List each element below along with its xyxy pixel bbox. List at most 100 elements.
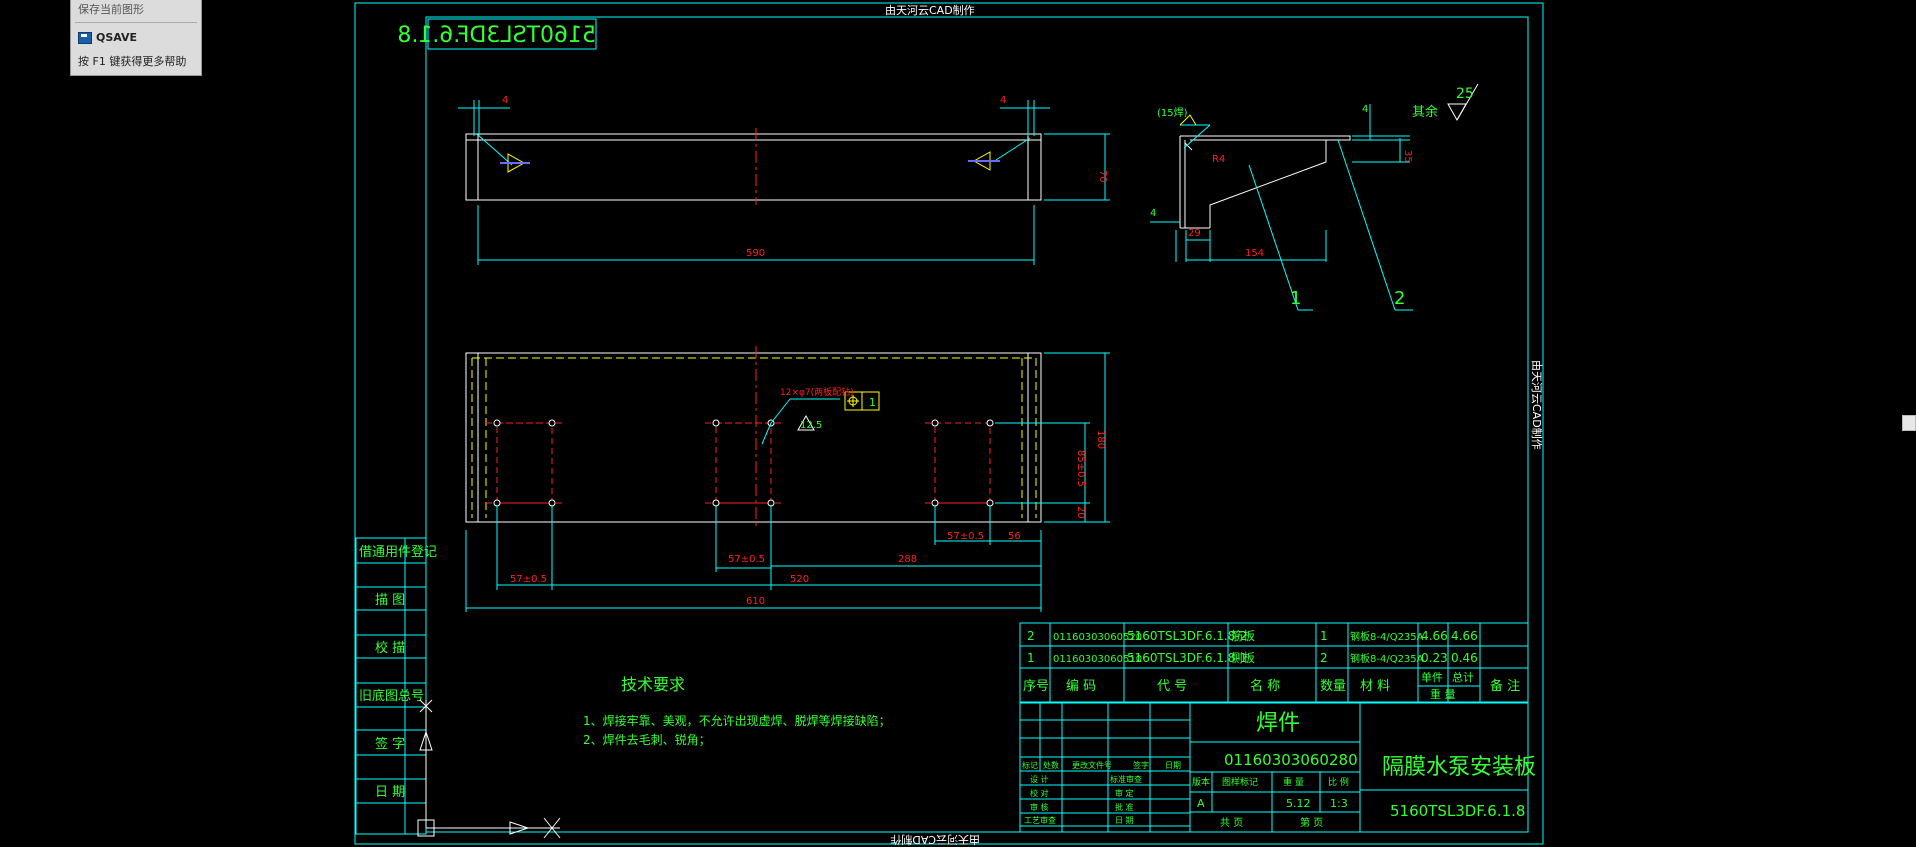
position-tolerance-frame: 1	[844, 391, 880, 411]
svg-text:其余: 其余	[1412, 104, 1438, 120]
roughness-icon	[1447, 83, 1479, 122]
svg-text:288: 288	[898, 554, 917, 565]
svg-text:版本: 版本	[1192, 776, 1210, 788]
svg-text:设 计: 设 计	[1030, 774, 1049, 784]
svg-text:旧底图总号: 旧底图总号	[359, 688, 424, 704]
svg-text:日 期: 日 期	[1115, 816, 1134, 825]
tooltip-command: QSAVE	[78, 31, 137, 44]
title-block-text: 焊件 01160303060280 隔膜水泵安装板 5160TSL3DF.6.1…	[1022, 711, 1536, 829]
svg-text:2: 2	[1394, 288, 1405, 309]
svg-text:标准审查: 标准审查	[1110, 774, 1142, 784]
part-name: 隔膜水泵安装板	[1382, 755, 1536, 780]
svg-text:侧板: 侧板	[1231, 651, 1255, 665]
svg-text:0.23: 0.23	[1421, 651, 1448, 665]
svg-text:A: A	[1197, 797, 1205, 810]
svg-text:R4: R4	[1212, 154, 1225, 165]
vertical-scrollbar-thumb[interactable]	[1902, 415, 1916, 431]
svg-text:4: 4	[1362, 104, 1368, 115]
svg-text:1: 1	[869, 396, 876, 409]
bom-header: 序号 编 码 代 号 名 称 数量 材 料 单件 总计 重 量 备 注	[1023, 670, 1520, 701]
weldment-label: 焊件	[1256, 711, 1300, 736]
svg-text:1: 1	[1320, 629, 1328, 643]
svg-text:4.66: 4.66	[1451, 629, 1478, 643]
svg-text:4: 4	[502, 95, 508, 106]
bom-table	[1019, 622, 1529, 704]
bom-row-1: 1 01160303060510 5160TSL3DF.6.1.8-1 侧板 2…	[1027, 651, 1478, 665]
top-view: 4 4 70 590	[458, 95, 1110, 265]
svg-text:25: 25	[1456, 86, 1474, 102]
title-block	[1019, 701, 1529, 833]
svg-text:筋板: 筋板	[1231, 628, 1255, 643]
command-tooltip: 保存当前图形 QSAVE 按 F1 键获得更多帮助	[70, 0, 202, 76]
tooltip-title: 保存当前图形	[78, 3, 144, 16]
svg-text:第 页: 第 页	[1300, 816, 1323, 829]
svg-text:4: 4	[1000, 95, 1006, 106]
svg-text:总计: 总计	[1452, 670, 1474, 684]
svg-text:2: 2	[1320, 651, 1328, 665]
watermark-bottom: 由天河云CAD制作	[890, 833, 980, 847]
svg-text:借通用件登记: 借通用件登记	[359, 545, 437, 560]
svg-text:技术要求: 技术要求	[621, 675, 685, 694]
left-strip	[355, 537, 427, 835]
svg-text:5160TSL3DF.6.1.8-2: 5160TSL3DF.6.1.8-2	[1127, 629, 1247, 643]
svg-text:签字: 签字	[1133, 760, 1149, 770]
svg-text:比 例: 比 例	[1328, 776, 1349, 788]
svg-text:序号: 序号	[1023, 679, 1049, 694]
svg-text:57±0.5: 57±0.5	[728, 554, 765, 565]
svg-text:57±0.5: 57±0.5	[947, 531, 984, 542]
svg-text:数量: 数量	[1320, 679, 1346, 694]
svg-text:1:3: 1:3	[1330, 797, 1348, 810]
svg-text:材 料: 材 料	[1360, 679, 1390, 694]
drawing-frame	[354, 2, 1544, 845]
svg-text:610: 610	[746, 596, 765, 607]
svg-text:12×φ7(两板配钻): 12×φ7(两板配钻)	[780, 386, 854, 398]
svg-text:审 核: 审 核	[1030, 802, 1049, 812]
watermark-top: 由天河云CAD制作	[885, 3, 975, 17]
svg-text:85±0.5: 85±0.5	[1075, 450, 1086, 487]
part-code: 01160303060280	[1224, 751, 1358, 769]
svg-text:描 图: 描 图	[375, 593, 405, 608]
svg-text:01160303060510: 01160303060510	[1053, 654, 1142, 665]
svg-text:29: 29	[1188, 228, 1201, 239]
tooltip-command-name: QSAVE	[96, 31, 138, 44]
drawing-number: 5160TSL3DF.6.1.8	[1390, 802, 1525, 820]
svg-text:校 描: 校 描	[375, 640, 405, 656]
svg-text:1: 1	[1290, 288, 1301, 309]
svg-text:35: 35	[1402, 150, 1413, 163]
svg-text:56: 56	[1008, 531, 1021, 542]
svg-text:备 注: 备 注	[1490, 678, 1520, 694]
svg-text:01160303060520: 01160303060520	[1053, 632, 1142, 643]
svg-text:5160TSL3DF.6.1.8: 5160TSL3DF.6.1.8	[397, 23, 596, 48]
svg-text:4.66: 4.66	[1421, 629, 1448, 643]
tooltip-divider	[75, 22, 197, 23]
svg-text:180: 180	[1095, 430, 1106, 449]
svg-text:57±0.5: 57±0.5	[510, 574, 547, 585]
svg-text:5160TSL3DF.6.1.8-1: 5160TSL3DF.6.1.8-1	[1127, 651, 1247, 665]
svg-text:代 号: 代 号	[1157, 679, 1187, 694]
svg-text:2: 2	[1027, 629, 1035, 643]
svg-text:12.5: 12.5	[800, 420, 822, 431]
svg-text:名 称: 名 称	[1250, 678, 1280, 694]
svg-text:审 定: 审 定	[1115, 788, 1134, 798]
svg-text:更改文件号: 更改文件号	[1072, 760, 1112, 770]
svg-text:4: 4	[1150, 208, 1156, 219]
svg-text:校 对: 校 对	[1030, 788, 1049, 798]
svg-text:590: 590	[746, 248, 765, 259]
svg-text:钢板8-4/Q235A: 钢板8-4/Q235A	[1350, 652, 1424, 665]
plan-view: 1 12×φ7(两板配钻) 12.5 180 85±0.5 20 57±0.5 …	[465, 346, 1110, 612]
svg-text:处数: 处数	[1043, 760, 1059, 770]
svg-text:签 字: 签 字	[375, 736, 405, 752]
svg-text:70: 70	[1097, 170, 1108, 183]
svg-text:单件: 单件	[1421, 671, 1443, 684]
save-disk-icon	[78, 31, 92, 44]
ucs-icon	[417, 699, 561, 839]
svg-text:标记: 标记	[1022, 760, 1038, 770]
svg-text:20: 20	[1075, 506, 1086, 519]
technical-requirements: 技术要求 1、焊接牢靠、美观，不允许出现虚焊、脱焊等焊接缺陷； 2、焊件去毛刺、…	[583, 675, 891, 747]
svg-text:0.46: 0.46	[1451, 651, 1478, 665]
svg-text:钢板8-4/Q235A: 钢板8-4/Q235A	[1350, 630, 1424, 643]
svg-text:工艺审查: 工艺审查	[1024, 815, 1056, 825]
svg-text:5.12: 5.12	[1286, 797, 1311, 810]
svg-text:重 量: 重 量	[1430, 687, 1456, 701]
